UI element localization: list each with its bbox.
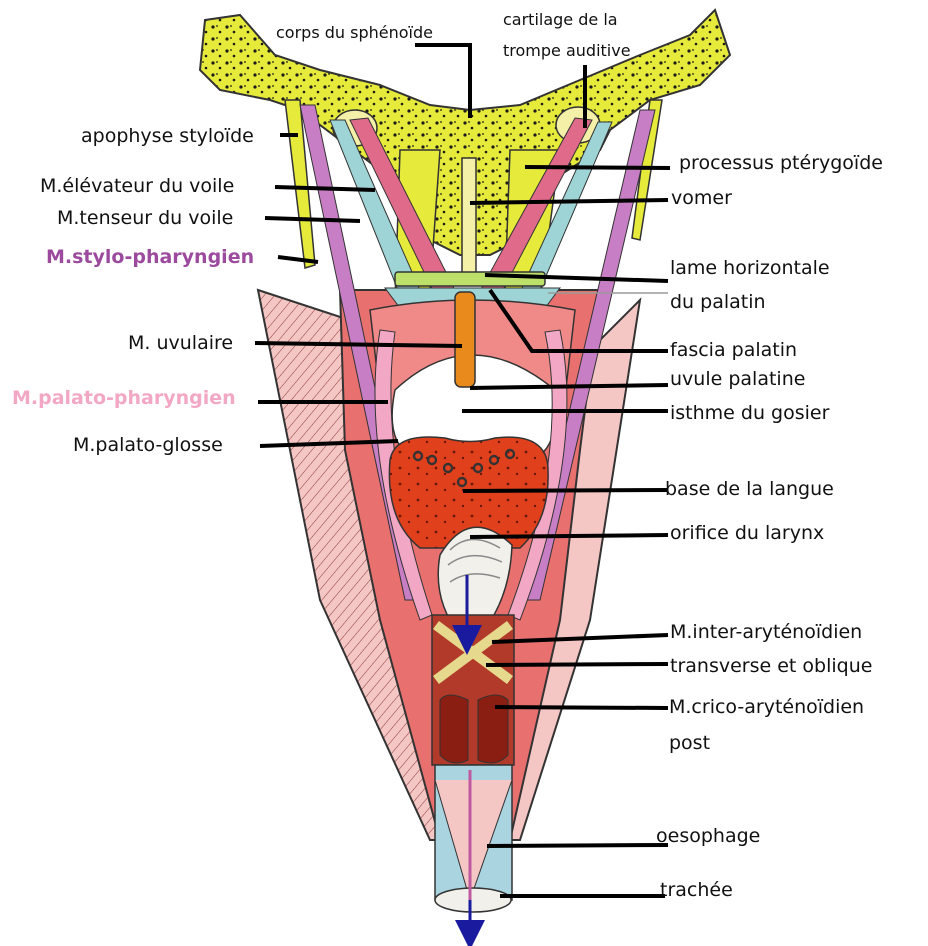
label-m-elevateur: M.élévateur du voile bbox=[40, 175, 234, 197]
leader-processus bbox=[525, 167, 670, 168]
label-inter-aryt-1: M.inter-aryténoïdien bbox=[670, 621, 862, 643]
label-m-tenseur: M.tenseur du voile bbox=[57, 207, 233, 229]
label-apophyse-styloide: apophyse styloïde bbox=[81, 125, 254, 147]
label-isthme-gosier: isthme du gosier bbox=[670, 402, 829, 424]
label-fascia-palatin: fascia palatin bbox=[670, 339, 797, 361]
palatine-plate bbox=[395, 272, 545, 286]
trachea-ring bbox=[435, 888, 511, 912]
leader-tenseur bbox=[265, 218, 360, 221]
label-processus-pterygoide: processus ptérygoïde bbox=[679, 152, 883, 174]
label-vomer: vomer bbox=[671, 187, 732, 209]
crico-arytenoid-left bbox=[440, 695, 468, 763]
label-cartilage-1: cartilage de la bbox=[503, 10, 618, 30]
leader-langue bbox=[463, 490, 668, 491]
label-m-uvulaire: M. uvulaire bbox=[128, 332, 233, 354]
label-orifice-larynx: orifice du larynx bbox=[670, 522, 824, 544]
leader-crico bbox=[495, 707, 668, 708]
leader-inter-aryt-2 bbox=[486, 664, 668, 665]
label-inter-aryt-2: transverse et oblique bbox=[670, 655, 872, 677]
label-trachee: trachée bbox=[660, 879, 733, 901]
label-cartilage-2: trompe auditive bbox=[503, 41, 631, 61]
vomer-shape bbox=[462, 158, 476, 273]
leader-larynx bbox=[470, 535, 668, 537]
uvula-shape bbox=[455, 292, 475, 387]
label-m-palato-glosse: M.palato-glosse bbox=[73, 434, 223, 456]
leader-oesophage bbox=[487, 845, 668, 846]
label-corps-sphenoide: corps du sphénoïde bbox=[276, 23, 433, 43]
label-uvule-palatine: uvule palatine bbox=[670, 368, 805, 390]
label-m-palato-pharyngien: M.palato-pharyngien bbox=[12, 387, 236, 409]
label-oesophage: oesophage bbox=[656, 825, 760, 847]
label-base-langue: base de la langue bbox=[665, 478, 834, 500]
label-lame-1: lame horizontale bbox=[670, 257, 830, 279]
label-m-stylo-pharyngien: M.stylo-pharyngien bbox=[46, 246, 254, 268]
label-crico-aryt-1: M.crico-aryténoïdien bbox=[669, 696, 864, 718]
label-lame-2: du palatin bbox=[670, 291, 766, 313]
label-crico-aryt-2: post bbox=[669, 732, 710, 754]
